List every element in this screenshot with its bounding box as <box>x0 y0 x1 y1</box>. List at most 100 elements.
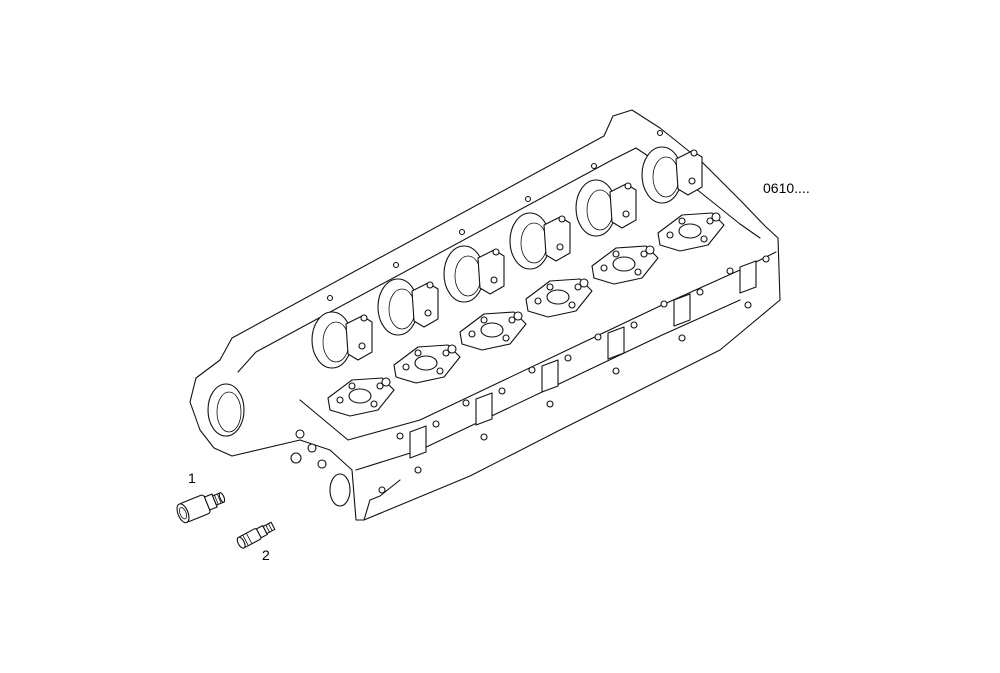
plate-stud <box>447 344 457 354</box>
cam-bearing-bore <box>641 146 683 204</box>
fitting-part-1[interactable] <box>175 487 228 524</box>
fitting-part-2[interactable] <box>236 520 276 549</box>
end-face-hole <box>295 429 305 439</box>
port-window <box>673 293 691 327</box>
port-hole <box>396 432 404 440</box>
plate-hole <box>336 396 344 404</box>
cam-bearing-bore <box>311 311 353 369</box>
plate-hole <box>442 349 450 357</box>
fitting-1-tip <box>218 492 226 503</box>
plate-hole <box>414 349 422 357</box>
bolt-hole <box>558 215 566 223</box>
plate-hole <box>640 250 648 258</box>
bolt-hole <box>492 248 500 256</box>
bearing-support-block <box>543 216 571 262</box>
bearing-support-block <box>477 249 505 295</box>
fitting-1-thread-line <box>214 494 219 505</box>
callout-2: 2 <box>262 547 270 563</box>
cam-bearing-bore <box>509 212 551 270</box>
cylinder-bay <box>641 146 725 252</box>
cam-bearing-bore <box>575 179 617 237</box>
port-hole <box>762 255 770 263</box>
injector-bore <box>546 289 570 305</box>
port-hole <box>462 399 470 407</box>
injector-bore <box>678 223 702 239</box>
bolt-hole <box>360 314 368 322</box>
fitting-2-ring <box>242 534 249 546</box>
fitting-2-thread-line <box>265 524 270 533</box>
side-port <box>594 321 638 375</box>
plate-hole <box>666 231 674 239</box>
head-top-inner-edge <box>237 147 761 373</box>
cam-bearing-bore <box>377 278 419 336</box>
rim-hole <box>392 261 400 269</box>
side-port <box>528 354 572 408</box>
side-port <box>660 288 704 342</box>
injector-bore <box>480 322 504 338</box>
plate-hole <box>534 297 542 305</box>
port-hole <box>726 267 734 275</box>
top-rim-holes <box>326 129 664 302</box>
port-hole <box>480 433 488 441</box>
plate-hole <box>568 301 576 309</box>
port-hole <box>630 321 638 329</box>
side-port <box>396 420 440 474</box>
bearing-support-block <box>345 315 373 361</box>
port-window <box>409 425 427 459</box>
bolt-hole <box>624 182 632 190</box>
port-hole <box>414 466 422 474</box>
fitting-1-thread-line <box>216 493 222 504</box>
port-hole <box>612 367 620 375</box>
plate-hole <box>508 316 516 324</box>
rim-hole <box>656 129 664 137</box>
injector-bore <box>612 256 636 272</box>
plate-hole <box>480 316 488 324</box>
callout-1: 1 <box>188 470 196 486</box>
head-end-face <box>189 377 401 521</box>
bearing-support-block <box>609 183 637 229</box>
port-hole <box>546 400 554 408</box>
injector-bore <box>414 355 438 371</box>
end-face-large-bore-inner <box>216 391 242 433</box>
end-face-hole <box>378 486 386 494</box>
end-face-hole <box>307 443 317 453</box>
port-hole <box>528 366 536 374</box>
plate-stud <box>579 278 589 288</box>
bolt-hole <box>358 342 366 350</box>
bolt-hole <box>426 281 434 289</box>
side-port <box>726 255 770 309</box>
plate-hole <box>502 334 510 342</box>
cylinder-bay <box>509 212 593 318</box>
port-hole <box>678 334 686 342</box>
fitting-2-thread-line <box>268 523 273 531</box>
plate-hole <box>612 250 620 258</box>
head-top-outline <box>195 109 781 379</box>
port-window <box>475 392 493 426</box>
rim-hole <box>590 162 598 170</box>
bolt-hole <box>622 210 630 218</box>
bolt-hole <box>556 243 564 251</box>
plate-hole <box>348 382 356 390</box>
rim-hole <box>326 294 334 302</box>
bearing-support-block <box>411 282 439 328</box>
port-hole <box>564 354 572 362</box>
bolt-hole <box>490 276 498 284</box>
plate-hole <box>678 217 686 225</box>
port-hole <box>432 420 440 428</box>
side-port <box>462 387 506 441</box>
plate-hole <box>574 283 582 291</box>
bearing-support-block <box>675 150 703 196</box>
port-hole <box>696 288 704 296</box>
end-face-hole <box>290 452 302 464</box>
fitting-2-end <box>236 536 246 549</box>
plate-hole <box>376 382 384 390</box>
cylinder-bays <box>311 146 725 417</box>
port-hole <box>744 301 752 309</box>
bolt-hole <box>424 309 432 317</box>
plate-hole <box>402 363 410 371</box>
plate-hole <box>468 330 476 338</box>
cylinder-bay <box>377 278 461 384</box>
side-ports <box>396 255 770 474</box>
